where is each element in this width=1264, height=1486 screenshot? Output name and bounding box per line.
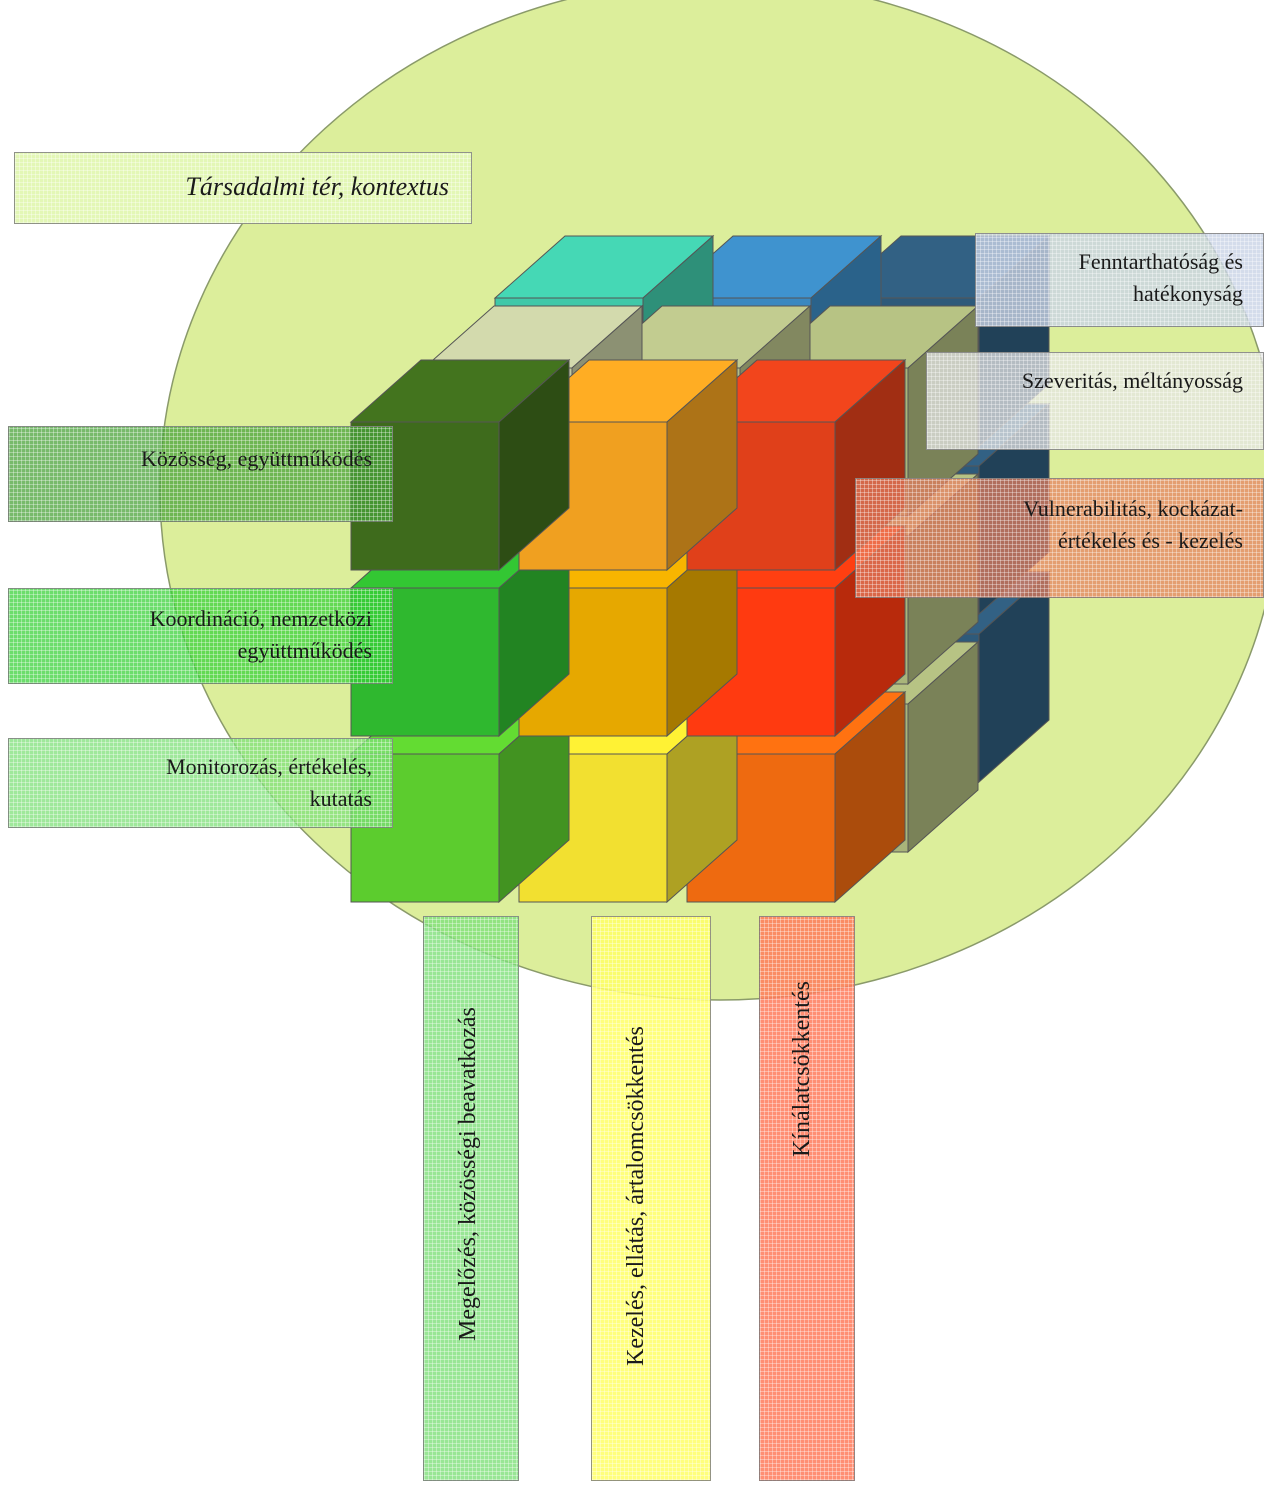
depth-label-vulnerability-line1: Vulnerabilitás, kockázat- — [1023, 496, 1243, 521]
column-label-treatment: Kezelés, ellátás, ártalomcsökkentés — [591, 916, 711, 1481]
depth-label-sustainability-line2: hatékonyság — [1133, 281, 1243, 306]
column-label-supply-text: Kínálatcsökkentés — [789, 981, 815, 1157]
context-label: Társadalmi tér, kontextus — [185, 172, 449, 201]
depth-label-severity-text: Szeveritás, méltányosság — [1021, 368, 1243, 393]
column-label-treatment-text: Kezelés, ellátás, ártalomcsökkentés — [623, 1026, 649, 1366]
row-label-coordination-line2: együttműködés — [237, 638, 372, 663]
depth-label-vulnerability-line2: értékelés és - kezelés — [1057, 528, 1243, 553]
row-label-monitoring-line1: Monitorozás, értékelés, — [166, 754, 372, 779]
column-label-prevention: Megelőzés, közösségi beavatkozás — [423, 916, 519, 1481]
row-label-coordination: Koordináció, nemzetközi együttműködés — [8, 588, 393, 684]
row-label-monitoring-line2: kutatás — [309, 786, 372, 811]
depth-label-sustainability-line1: Fenntarthatóság és — [1078, 249, 1243, 274]
row-label-community-text: Közösség, együttműködés — [141, 446, 372, 471]
context-label-box: Társadalmi tér, kontextus — [14, 152, 472, 224]
row-label-community: Közösség, együttműködés — [8, 426, 393, 522]
depth-label-severity: Szeveritás, méltányosság — [926, 352, 1264, 450]
front-cube-r0-c1 — [517, 358, 739, 572]
row-label-monitoring: Monitorozás, értékelés, kutatás — [8, 738, 393, 828]
depth-label-vulnerability: Vulnerabilitás, kockázat- értékelés és -… — [855, 478, 1264, 598]
row-label-coordination-line1: Koordináció, nemzetközi — [149, 606, 372, 631]
column-label-prevention-text: Megelőzés, közösségi beavatkozás — [455, 1007, 481, 1341]
column-label-supply: Kínálatcsökkentés — [759, 916, 855, 1481]
depth-label-sustainability: Fenntarthatóság és hatékonyság — [975, 233, 1264, 327]
